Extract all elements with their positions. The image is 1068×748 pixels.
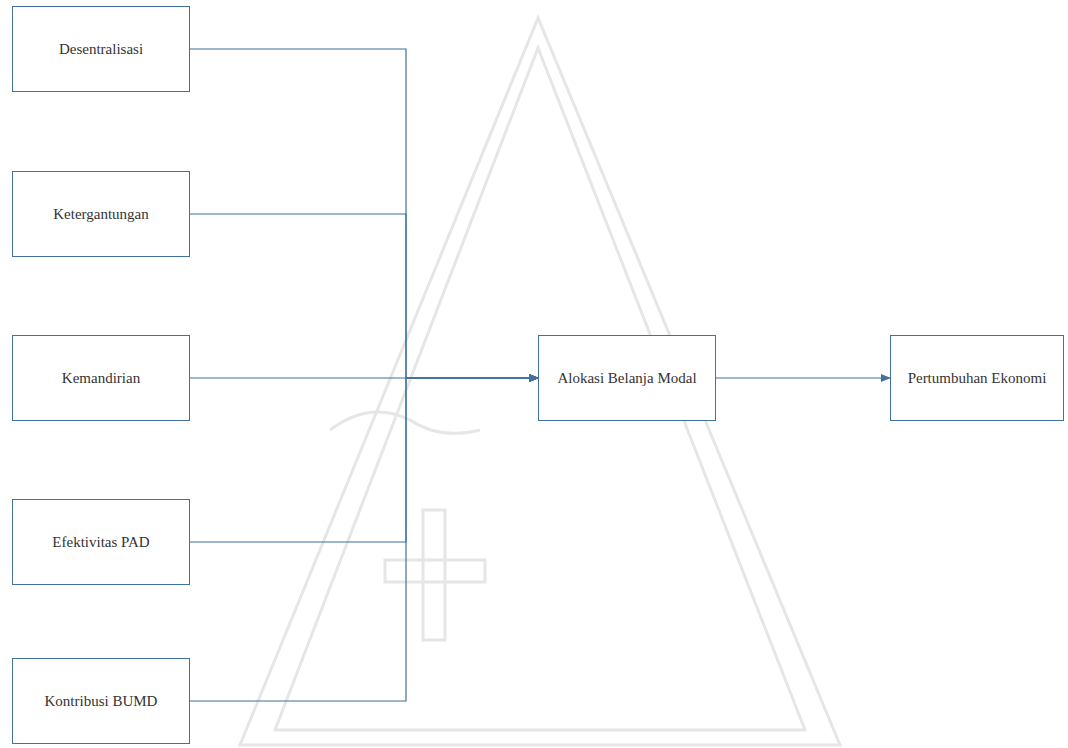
watermark-shape bbox=[240, 18, 840, 745]
mediator-box: Alokasi Belanja Modal bbox=[538, 335, 716, 421]
input-box: Ketergantungan bbox=[12, 171, 190, 257]
input-box: Efektivitas PAD bbox=[12, 499, 190, 585]
box-label: Alokasi Belanja Modal bbox=[557, 369, 696, 387]
connector-arrow bbox=[190, 378, 538, 701]
input-box: Desentralisasi bbox=[12, 6, 190, 92]
connector-arrow bbox=[190, 378, 538, 542]
box-label: Ketergantungan bbox=[53, 205, 149, 223]
box-label: Desentralisasi bbox=[59, 40, 143, 58]
box-label: Kontribusi BUMD bbox=[45, 692, 158, 710]
input-box: Kemandirian bbox=[12, 335, 190, 421]
connector-arrow bbox=[190, 214, 538, 378]
box-label: Pertumbuhan Ekonomi bbox=[908, 369, 1047, 387]
box-label: Kemandirian bbox=[62, 369, 140, 387]
connector-arrow bbox=[716, 377, 890, 378]
outcome-box: Pertumbuhan Ekonomi bbox=[890, 335, 1064, 421]
input-box: Kontribusi BUMD bbox=[12, 658, 190, 744]
box-label: Efektivitas PAD bbox=[52, 533, 149, 551]
connector-arrow bbox=[190, 49, 538, 378]
